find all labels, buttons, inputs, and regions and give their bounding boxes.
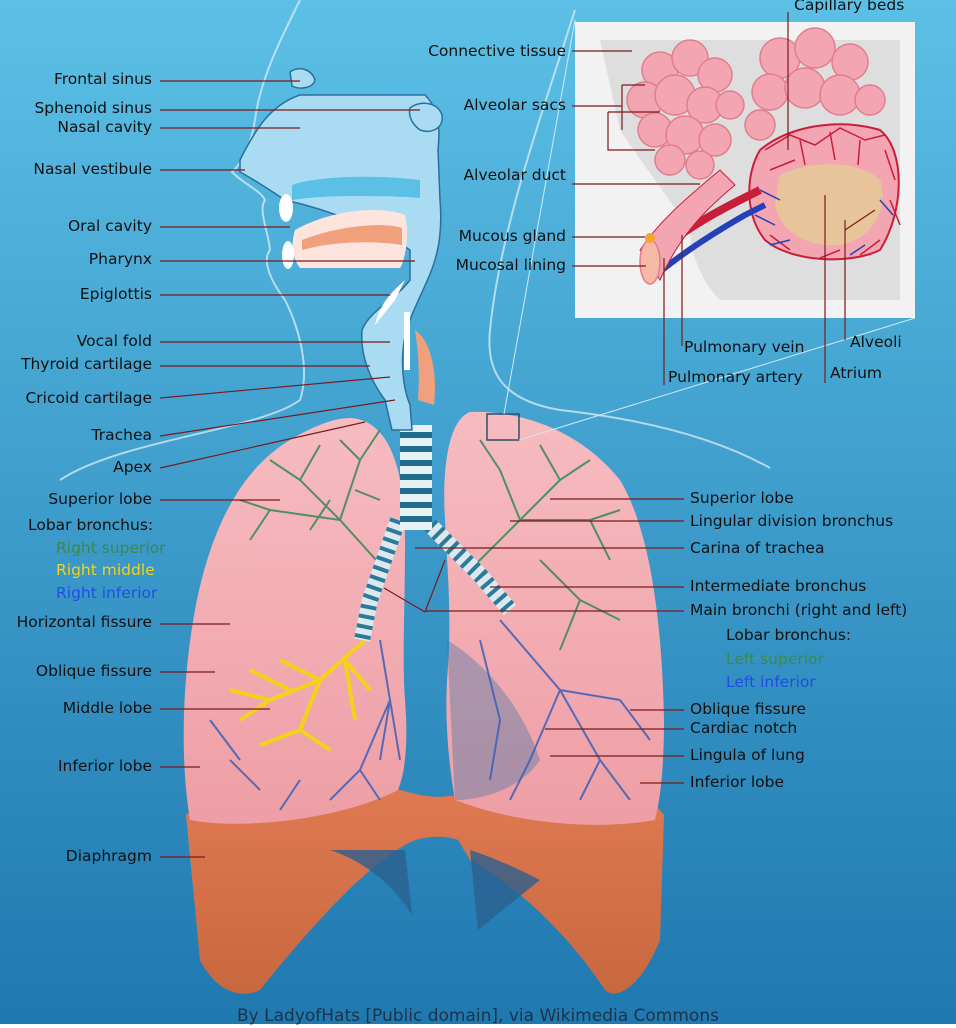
inset-leader-lines xyxy=(572,12,876,385)
label-cardiac-notch: Cardiac notch xyxy=(690,719,798,737)
tongue-shade xyxy=(302,225,402,250)
label-superior-lobe-left-lung: Superior lobe xyxy=(690,489,794,507)
left-main-bronchus-rings xyxy=(424,519,517,616)
label-inferior-lobe-right-lung: Inferior lobe xyxy=(57,757,152,775)
label-alveolar-sacs: Alveolar sacs xyxy=(463,96,566,114)
label-epiglottis: Epiglottis xyxy=(79,285,152,303)
label-cricoid-cartilage: Cricoid cartilage xyxy=(25,389,152,407)
label-oblique-fissure-right-lung: Oblique fissure xyxy=(35,662,152,680)
label-right-superior-bronchus: Right superior xyxy=(56,539,166,557)
label-inferior-lobe-left-lung: Inferior lobe xyxy=(690,773,785,791)
alveolar-sacs-right xyxy=(744,27,886,141)
esophagus xyxy=(415,330,436,405)
magnify-region-box xyxy=(486,413,520,441)
left-inferior-bronchial-tree xyxy=(479,619,651,801)
image-credit: By LadyofHats [Public domain], via Wikim… xyxy=(237,1006,719,1026)
right-main-bronchus-rings xyxy=(354,517,406,642)
right-inferior-bronchial-tree xyxy=(209,639,401,811)
label-left-inferior-bronchus: Left inferior xyxy=(726,673,816,691)
label-alveoli: Alveoli xyxy=(850,333,902,351)
mucous-gland xyxy=(645,233,655,243)
magnify-guide-bottom xyxy=(518,317,916,441)
label-lingula-of-lung: Lingula of lung xyxy=(690,746,805,764)
label-thyroid-cartilage: Thyroid cartilage xyxy=(20,355,152,373)
label-mucous-gland: Mucous gland xyxy=(458,227,566,245)
label-left-lobar-bronchus-title: Lobar bronchus: xyxy=(726,626,852,644)
label-apex: Apex xyxy=(113,458,152,476)
venous-capillaries xyxy=(754,189,894,256)
label-intermediate-bronchus: Intermediate bronchus xyxy=(690,577,867,595)
label-pulmonary-artery: Pulmonary artery xyxy=(668,368,803,386)
cardiac-notch-shade xyxy=(447,640,540,800)
right-middle-bronchial-tree xyxy=(229,638,372,752)
label-vocal-fold: Vocal fold xyxy=(76,332,152,350)
trachea-rings xyxy=(400,432,432,522)
label-mucosal-lining: Mucosal lining xyxy=(455,256,566,274)
alveolus-interior xyxy=(775,164,883,246)
bronchiole-cross-section xyxy=(639,239,661,285)
lower-lip xyxy=(282,241,294,269)
label-capillary-beds: Capillary beds xyxy=(794,0,905,14)
label-sphenoid-sinus: Sphenoid sinus xyxy=(34,99,152,117)
right-leader-lines xyxy=(383,498,684,784)
body-outline xyxy=(59,0,771,481)
epiglottis xyxy=(375,280,405,325)
label-right-lobar-bronchus-title: Lobar bronchus: xyxy=(28,516,154,534)
label-trachea: Trachea xyxy=(91,426,152,444)
label-pulmonary-vein: Pulmonary vein xyxy=(684,338,805,356)
label-diaphragm: Diaphragm xyxy=(65,847,152,865)
label-nasal-cavity: Nasal cavity xyxy=(57,118,152,136)
label-horizontal-fissure: Horizontal fissure xyxy=(16,613,152,631)
label-main-bronchi: Main bronchi (right and left) xyxy=(690,601,908,619)
label-lingular-division-bronchus: Lingular division bronchus xyxy=(690,512,894,530)
label-connective-tissue: Connective tissue xyxy=(428,42,566,60)
alveolar-sacs-left xyxy=(626,39,745,180)
label-alveolar-duct: Alveolar duct xyxy=(463,166,566,184)
label-frontal-sinus: Frontal sinus xyxy=(53,70,152,88)
vocal-fold xyxy=(404,312,410,370)
label-atrium: Atrium xyxy=(830,364,883,382)
label-nasal-vestibule: Nasal vestibule xyxy=(33,160,152,178)
right-lung xyxy=(183,418,407,824)
diaphragm-shadow-right xyxy=(470,850,540,930)
label-pharynx: Pharynx xyxy=(88,250,152,268)
upper-lip xyxy=(279,194,293,222)
label-right-middle-bronchus: Right middle xyxy=(56,561,155,579)
diaphragm xyxy=(186,780,664,994)
frontal-sinus xyxy=(289,68,316,89)
label-middle-lobe: Middle lobe xyxy=(62,699,152,717)
label-oblique-fissure-left-lung: Oblique fissure xyxy=(690,700,807,718)
magnify-guide-top xyxy=(503,19,576,415)
label-carina-of-trachea: Carina of trachea xyxy=(690,539,825,557)
right-superior-bronchial-tree xyxy=(239,429,386,571)
diaphragm-shadow-left xyxy=(330,850,412,915)
nasal-passage-shade xyxy=(292,176,420,200)
capillary-network xyxy=(764,127,901,259)
alveolar-duct-tube xyxy=(639,169,736,282)
label-left-superior-bronchus: Left superior xyxy=(726,650,824,668)
left-leader-lines xyxy=(159,80,420,858)
label-superior-lobe-right-lung: Superior lobe xyxy=(48,490,152,508)
left-superior-bronchial-tree xyxy=(469,439,621,651)
label-oral-cavity: Oral cavity xyxy=(67,217,152,235)
label-right-inferior-bronchus: Right inferior xyxy=(56,584,158,602)
